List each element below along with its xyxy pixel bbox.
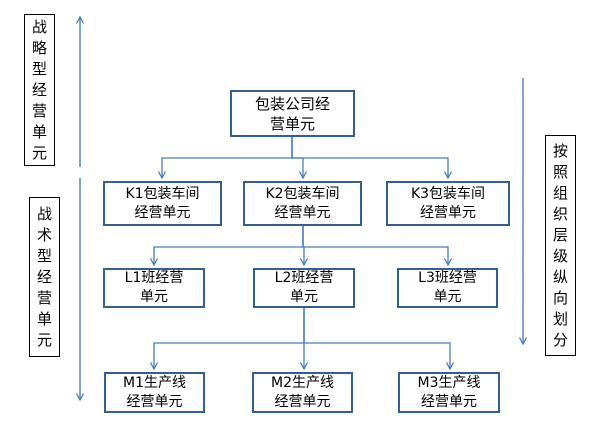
label-tactical-text: 战 术 型 经 营 单 元	[36, 204, 52, 349]
node-l2-label: L2班经营 单元	[274, 270, 334, 305]
node-k1-label: K1包装车间 经营单元	[125, 185, 200, 221]
label-strategic-business-unit: 战 略 型 经 营 单 元	[24, 14, 55, 166]
node-l1-class-unit: L1班经营 单元	[103, 268, 205, 308]
node-m2-production-line-unit: M2生产线 经营单元	[252, 372, 353, 413]
node-k2-label: K2包装车间 经营单元	[265, 185, 340, 221]
connector-k2-to-l3	[302, 226, 453, 267]
node-l3-class-unit: L3班经营 单元	[397, 268, 498, 308]
label-vertical-hierarchy-division: 按 照 组 织 层 级 纵 向 划 分	[545, 135, 576, 356]
node-m1-label: M1生产线 经营单元	[123, 374, 186, 410]
node-packaging-company-unit: 包装公司经 营单元	[230, 90, 355, 137]
label-tactical-business-unit: 战 术 型 经 营 单 元	[29, 197, 60, 357]
connector-l2-to-m1	[149, 308, 305, 371]
connector-root-to-k1	[157, 137, 293, 180]
connector-root-to-k3	[291, 137, 453, 180]
label-right-text: 按 照 组 织 层 级 纵 向 划 分	[552, 141, 568, 349]
node-m3-label: M3生产线 经营单元	[417, 374, 481, 410]
node-l2-class-unit: L2班经营 单元	[253, 268, 355, 308]
label-strategic-text: 战 略 型 经 营 单 元	[31, 17, 47, 162]
node-k3-label: K3包装车间 经营单元	[410, 185, 486, 221]
node-m1-production-line-unit: M1生产线 经营单元	[104, 372, 205, 413]
connector-k2-to-l1	[149, 226, 304, 267]
node-root-label: 包装公司经 营单元	[254, 94, 330, 133]
connector-l2-to-m3	[303, 308, 455, 371]
node-l1-label: L1班经营 单元	[124, 270, 184, 305]
node-m2-label: M2生产线 经营单元	[271, 374, 334, 410]
node-k1-workshop-unit: K1包装车间 经营单元	[103, 181, 222, 226]
node-m3-production-line-unit: M3生产线 经营单元	[398, 372, 500, 413]
node-k3-workshop-unit: K3包装车间 经营单元	[386, 181, 510, 226]
node-l3-label: L3班经营 单元	[418, 270, 477, 305]
node-k2-workshop-unit: K2包装车间 经营单元	[243, 181, 362, 226]
